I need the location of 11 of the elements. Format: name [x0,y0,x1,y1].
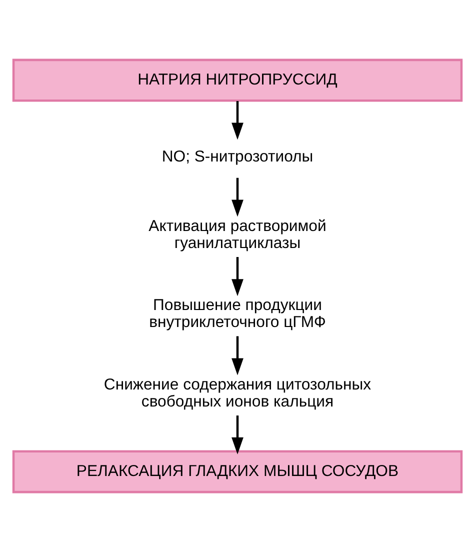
arrow [231,256,243,296]
node-box: НАТРИЯ НИТРОПРУССИД [12,58,462,102]
arrow [231,177,243,216]
arrow [231,100,243,140]
node-text: Активация растворимой гуанилатциклазы [148,217,326,252]
node-box: РЕЛАКСАЦИЯ ГЛАДКИХ МЫШЦ СОСУДОВ [12,450,462,493]
node-text: Повышение продукции внутриклеточного цГМФ [148,296,326,331]
node-text: NO; S-нитрозотиолы [161,148,313,165]
node-text: Снижение содержания цитозольных свободных ионов кальция [103,376,371,410]
arrow [231,414,243,454]
arrow [231,336,243,375]
